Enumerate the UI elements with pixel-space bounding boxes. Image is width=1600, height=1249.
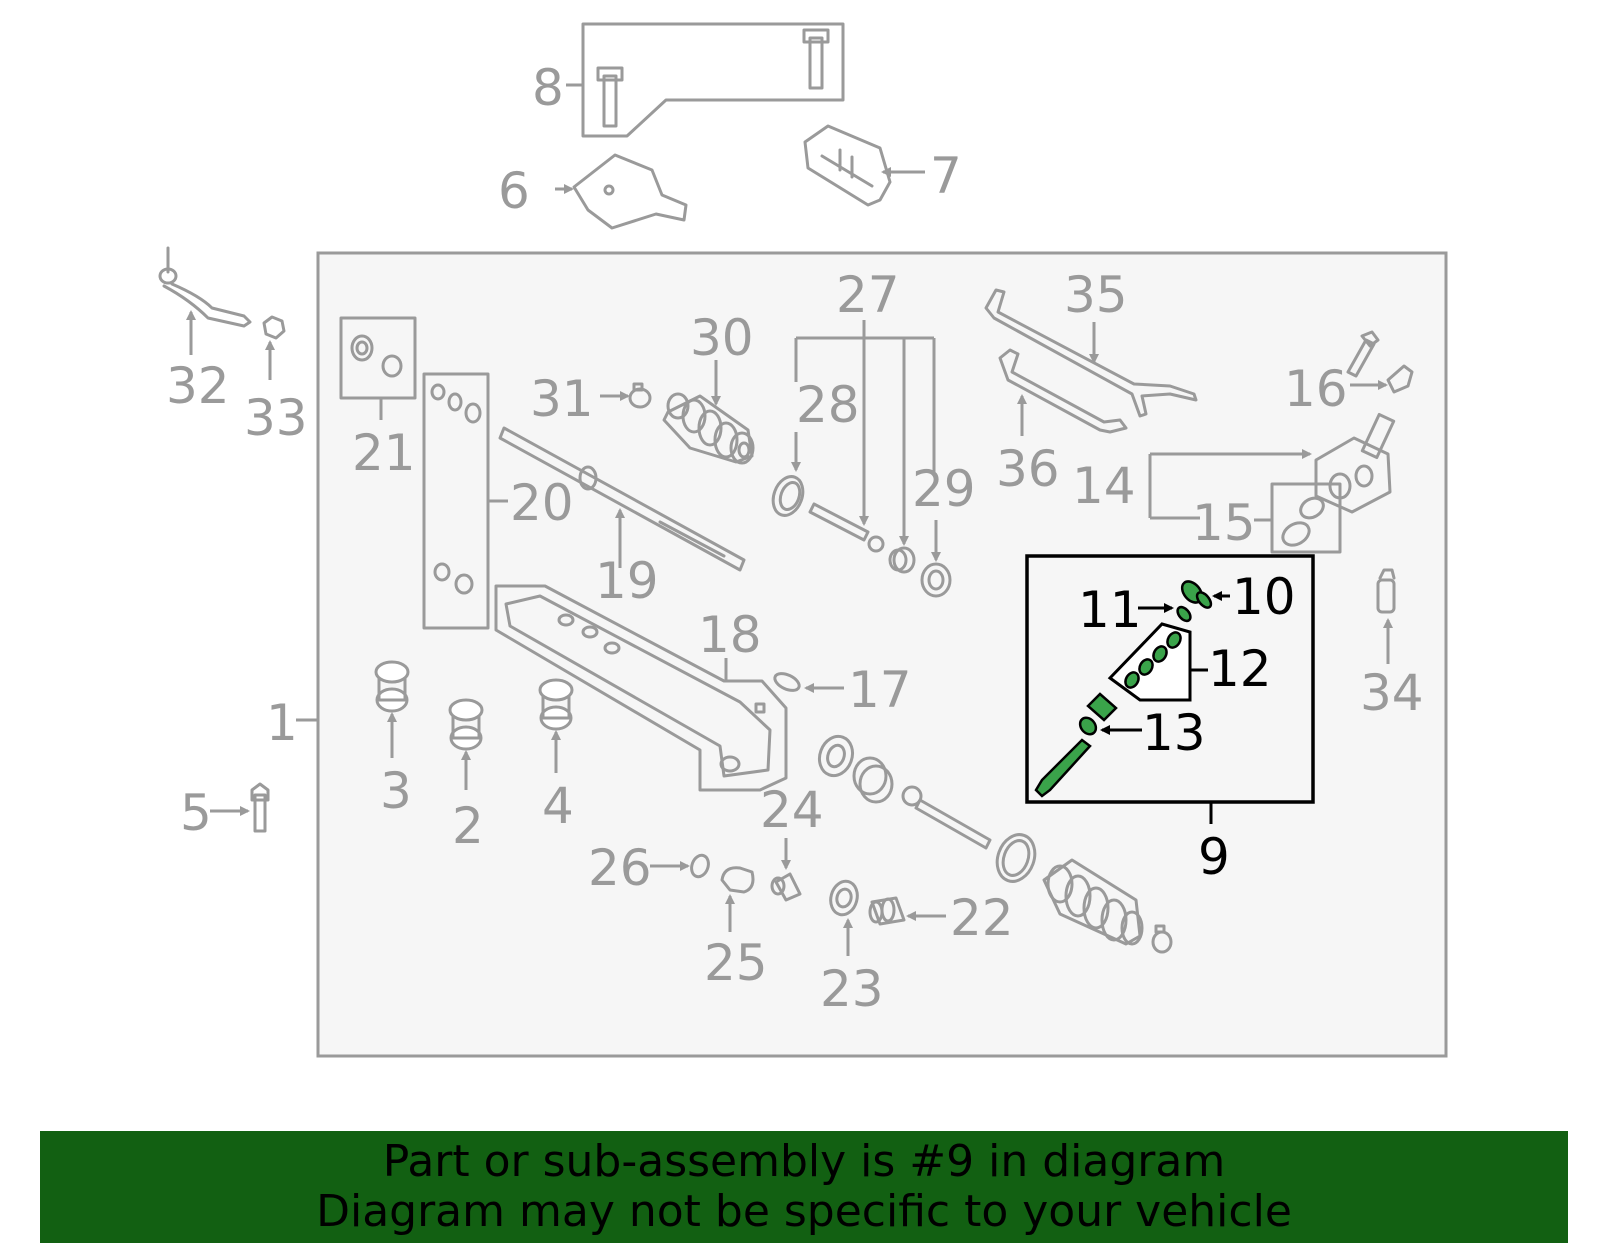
part-32-tie-rod-end[interactable] — [158, 246, 252, 355]
part-30-boot[interactable] — [662, 360, 755, 465]
callout-19: 19 — [595, 552, 659, 610]
callout-20: 20 — [510, 474, 574, 532]
part-28-clamp[interactable] — [768, 432, 808, 520]
leader-27 — [794, 320, 936, 546]
callout-7: 7 — [930, 147, 962, 205]
part-36-return-line[interactable] — [998, 348, 1128, 436]
part-35-pressure-line[interactable] — [984, 288, 1198, 418]
part-17-o-ring[interactable] — [772, 670, 844, 694]
part-7-shield[interactable] — [803, 124, 925, 207]
callout-29: 29 — [912, 460, 976, 518]
part-23-washer[interactable] — [827, 878, 861, 956]
part-20-seal-kit[interactable] — [422, 372, 508, 630]
callout-23: 23 — [820, 960, 884, 1018]
part-19-rack-shaft[interactable] — [498, 426, 746, 572]
part-18-housing[interactable] — [494, 584, 788, 792]
part-8-bracket-bolts[interactable] — [566, 22, 845, 138]
callout-1: 1 — [266, 694, 298, 752]
callout-24: 24 — [760, 781, 824, 839]
part-15-seal-kit[interactable] — [1254, 482, 1342, 554]
callout-26: 26 — [588, 839, 652, 897]
part-6-bracket[interactable] — [555, 153, 688, 230]
callout-28: 28 — [796, 376, 860, 434]
callout-30: 30 — [690, 309, 754, 367]
callout-21: 21 — [352, 424, 416, 482]
callout-4: 4 — [542, 777, 574, 835]
part-16-bolt-bracket[interactable] — [1346, 330, 1414, 394]
part-24-bushing[interactable] — [770, 838, 802, 902]
part-2-bushing[interactable] — [448, 698, 484, 790]
part-5-bolt[interactable] — [210, 782, 270, 833]
part-21-kit[interactable] — [339, 316, 417, 420]
callout-16: 16 — [1284, 360, 1348, 418]
part-31-clamp[interactable] — [600, 382, 652, 409]
callout-18: 18 — [698, 606, 762, 664]
callout-2: 2 — [452, 797, 484, 855]
callout-5: 5 — [180, 784, 212, 842]
callout-17: 17 — [848, 661, 912, 719]
part-34-fitting[interactable] — [1376, 568, 1396, 664]
callout-3: 3 — [380, 762, 412, 820]
callout-34: 34 — [1360, 664, 1424, 722]
part-25-yoke[interactable] — [720, 866, 755, 932]
callout-22: 22 — [950, 889, 1014, 947]
callout-6: 6 — [498, 162, 530, 220]
part-27-nut[interactable] — [888, 546, 916, 574]
callout-32: 32 — [166, 357, 230, 415]
callout-33: 33 — [244, 389, 308, 447]
callout-13: 13 — [1142, 704, 1206, 762]
callout-10: 10 — [1232, 568, 1296, 626]
part-22-spring[interactable] — [868, 896, 946, 926]
callout-36: 36 — [996, 440, 1060, 498]
part-4-bushing[interactable] — [538, 678, 574, 773]
callout-31: 31 — [530, 370, 594, 428]
callout-8: 8 — [532, 59, 564, 117]
callout-9: 9 — [1198, 828, 1230, 886]
callout-12: 12 — [1208, 640, 1272, 698]
part-tie-rod-right[interactable] — [814, 732, 1041, 887]
banner-line-1: Part or sub-assembly is #9 in diagram — [382, 1136, 1226, 1187]
leader-14 — [1148, 449, 1312, 520]
info-banner: Part or sub-assembly is #9 in diagram Di… — [40, 1131, 1568, 1243]
part-boot-right[interactable] — [1042, 858, 1173, 954]
part-9-valve-sub-assembly[interactable] — [1025, 554, 1315, 824]
part-3-bushing[interactable] — [374, 660, 410, 758]
part-14-valve-housing[interactable] — [1314, 412, 1396, 514]
callout-25: 25 — [704, 934, 768, 992]
banner-line-2: Diagram may not be specific to your vehi… — [316, 1186, 1292, 1237]
callout-11: 11 — [1078, 581, 1142, 639]
callout-27: 27 — [836, 266, 900, 324]
part-29-washer[interactable] — [920, 520, 952, 598]
callout-14: 14 — [1072, 457, 1136, 515]
leaders-9-subparts — [1100, 591, 1230, 735]
part-26-o-ring[interactable] — [650, 853, 711, 879]
part-33-nut[interactable] — [262, 315, 286, 380]
callout-15: 15 — [1192, 494, 1256, 552]
part-27-tie-rod-inner[interactable] — [808, 502, 885, 553]
callout-35: 35 — [1064, 266, 1128, 324]
